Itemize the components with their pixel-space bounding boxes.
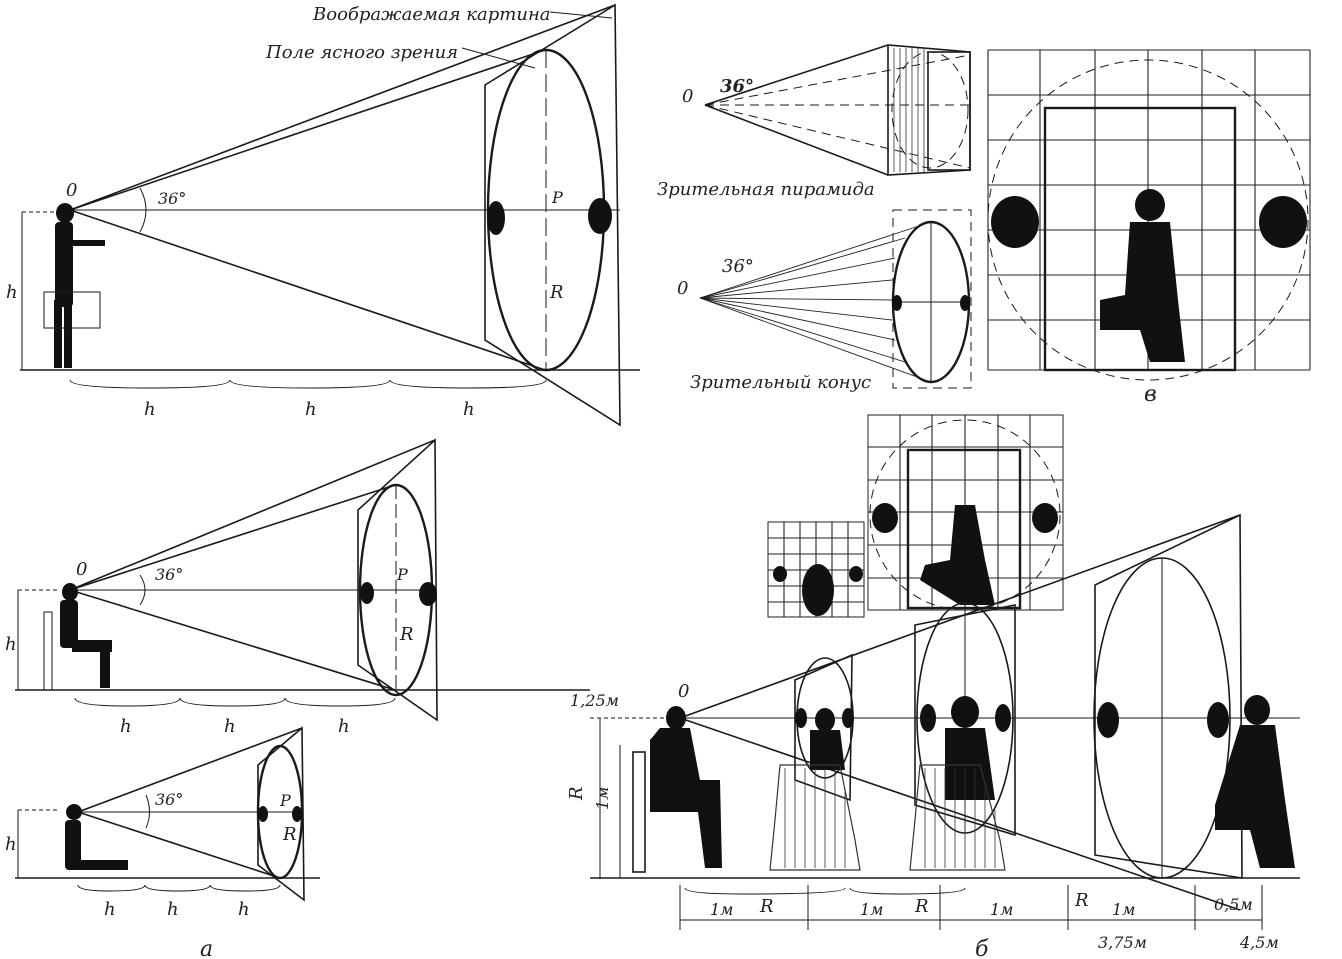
label-1m-vert: 1м (593, 787, 612, 810)
label-imaginary-picture: Воображаемая картина (312, 4, 551, 25)
driver-figure (650, 706, 722, 868)
dim-2: R (759, 896, 774, 917)
caption-v: в (1144, 382, 1157, 407)
dim-1: 1м (710, 900, 733, 919)
label-h8: h (167, 899, 179, 920)
label-r-a1: R (549, 282, 564, 303)
seated-figure (60, 583, 112, 688)
visual-cone (699, 209, 972, 389)
label-h-a2: h (5, 634, 17, 655)
label-h1: h (144, 399, 156, 420)
dim-5: 1м (990, 900, 1013, 919)
standing-figure (54, 203, 105, 368)
panel-a-low (15, 726, 320, 902)
label-angle-a1: 36° (158, 189, 186, 208)
seated-person-portrait (1100, 189, 1185, 362)
label-eye-a1: 0 (66, 180, 77, 201)
label-eye-cone: 0 (677, 278, 688, 299)
label-r-a3: R (282, 824, 297, 845)
label-p-a3: P (279, 791, 291, 810)
dim-6: R (1074, 890, 1089, 911)
caption-b: б (975, 937, 989, 959)
label-r-a2: R (399, 624, 414, 645)
label-angle-pyramid: 36° (720, 76, 754, 97)
label-h2: h (305, 399, 317, 420)
caption-a: а (200, 937, 213, 959)
panel-b (590, 414, 1300, 930)
label-h7: h (104, 899, 116, 920)
label-eye-a2: 0 (76, 559, 87, 580)
dim-4: R (914, 896, 929, 917)
dim-7: 1м (1112, 900, 1135, 919)
small-grid (767, 521, 865, 618)
sight-line-top (69, 4, 616, 211)
label-h3: h (463, 399, 475, 420)
panel-a-seated (15, 438, 590, 722)
visual-pyramid (704, 44, 971, 176)
label-h6: h (338, 716, 350, 737)
label-eye-b: 0 (678, 681, 689, 702)
label-eye-pyramid: 0 (682, 86, 693, 107)
label-clear-vision: Поле ясного зрения (265, 42, 458, 63)
label-angle-cone: 36° (722, 256, 754, 277)
label-angle-a3: 36° (155, 790, 183, 809)
label-eye-height: 1,25м (570, 691, 619, 710)
label-h5: h (224, 716, 236, 737)
panel-a-standing (20, 3, 640, 427)
hatched-figures (769, 764, 1006, 871)
dim-3: 1м (860, 900, 883, 919)
picture-plane (484, 3, 621, 427)
marker-dot-right (588, 198, 612, 234)
dim-total-2: 4,5м (1239, 933, 1279, 952)
label-h4: h (120, 716, 132, 737)
labels-layer: Воображаемая картина Поле ясного зрения … (5, 4, 1279, 959)
label-visual-pyramid: Зрительная пирамида (657, 179, 875, 200)
label-h-a1: h (6, 282, 18, 303)
label-h-a3: h (5, 834, 17, 855)
low-seated-figure (65, 804, 128, 870)
marker-dot-left (487, 201, 505, 235)
label-r-vert: R (566, 786, 587, 801)
dim-8: 0,5м (1214, 895, 1253, 914)
label-visual-cone: Зрительный конус (690, 372, 871, 393)
dim-total-1: 3,75м (1098, 933, 1147, 952)
label-angle-a2: 36° (155, 565, 183, 584)
panel-v-grid (987, 49, 1311, 381)
label-p-a2: P (396, 565, 408, 584)
label-h9: h (238, 899, 250, 920)
label-p-a1: P (551, 188, 563, 207)
